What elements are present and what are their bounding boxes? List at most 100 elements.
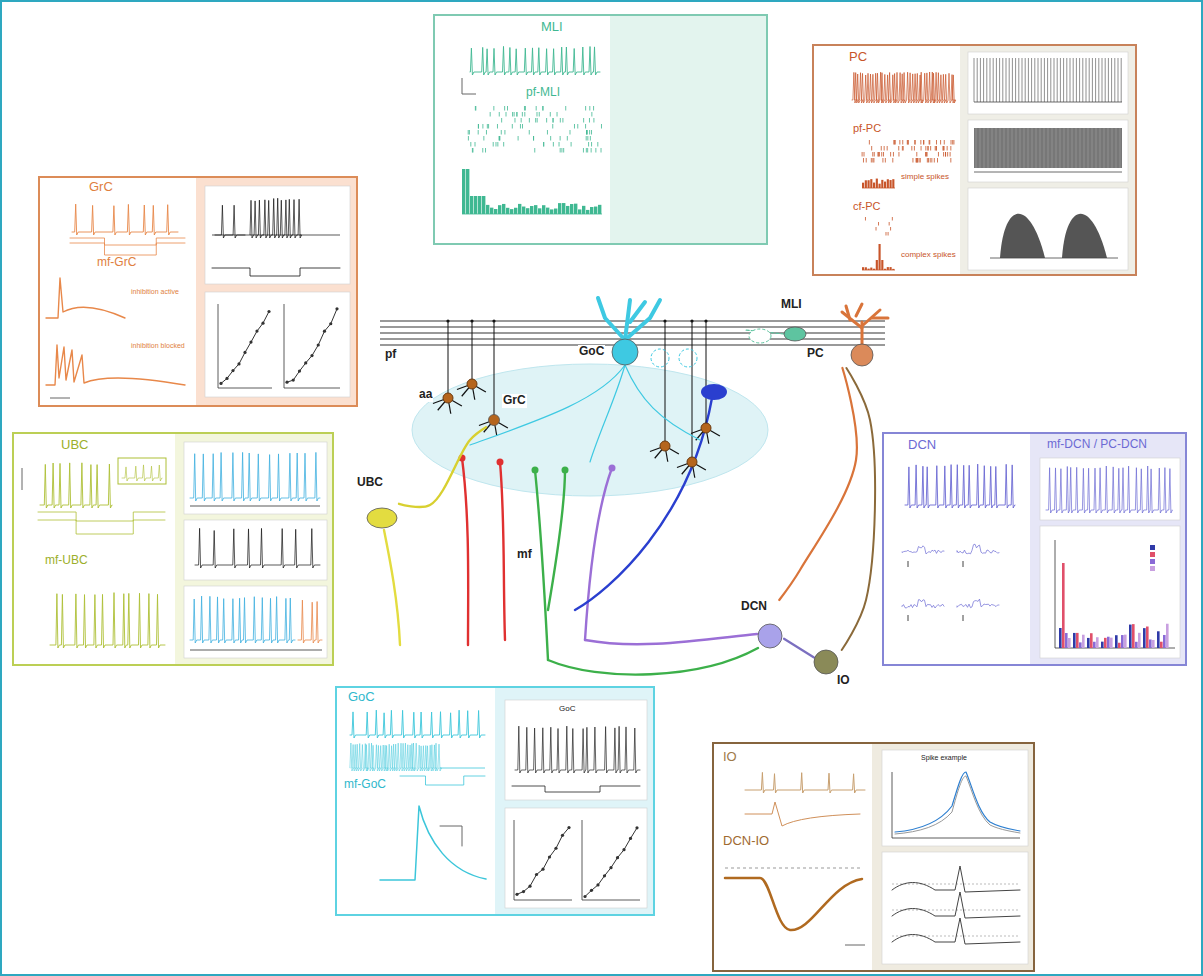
spike-line — [1054, 58, 1055, 102]
raster-tick — [587, 136, 588, 141]
histogram-bar — [574, 204, 577, 214]
parallel-fiber — [380, 326, 885, 327]
spike-trace — [50, 593, 165, 648]
panel-tint — [175, 432, 334, 666]
raster-tick — [927, 146, 928, 151]
raster-tick — [878, 152, 879, 157]
raster-tick — [928, 158, 929, 163]
spike-line — [986, 58, 987, 102]
raster-tick — [945, 152, 946, 157]
raster-tick — [916, 158, 917, 163]
plot-point — [528, 885, 531, 888]
raster-tick — [514, 118, 515, 123]
plot-point — [329, 322, 332, 325]
chart-axis — [1055, 540, 1056, 648]
raster-tick — [550, 136, 551, 141]
soma — [851, 344, 873, 366]
raster-tick — [908, 140, 909, 145]
plot-point — [535, 873, 538, 876]
spike-line — [1060, 58, 1061, 102]
histogram-bar — [862, 183, 864, 188]
raster-tick — [553, 142, 554, 147]
raster-tick — [472, 148, 473, 153]
recording-label: pf-MLI — [525, 86, 561, 100]
golgi-dendrite — [630, 302, 645, 322]
raster-tick — [518, 136, 519, 141]
recording-label: pf-PC — [852, 122, 882, 135]
chart-bar — [1118, 643, 1121, 648]
spike-trace — [40, 463, 112, 508]
plot-curve — [287, 309, 337, 382]
raster-tick — [898, 152, 899, 157]
chart-bar — [1149, 639, 1152, 648]
raster-tick — [543, 106, 544, 111]
trace-baseline — [974, 102, 1122, 103]
chart-bar — [1096, 637, 1099, 648]
spike-line — [1031, 58, 1032, 102]
raster-tick — [934, 158, 935, 163]
chart-bar — [1104, 638, 1107, 648]
raster-tick — [478, 124, 479, 129]
histogram-bar — [506, 208, 509, 214]
raster-tick — [873, 158, 874, 163]
trace-baseline — [990, 258, 1118, 259]
spike-line — [1036, 128, 1037, 168]
chart-bar — [1059, 628, 1062, 648]
purkinje-dendrite — [856, 304, 862, 316]
recording-panel: MLIpf-MLI — [433, 14, 768, 245]
histogram-bar — [534, 205, 537, 214]
raster-tick — [872, 152, 873, 157]
chart-bar — [1160, 642, 1163, 648]
plot-point — [629, 837, 632, 840]
raster-tick — [865, 217, 866, 221]
noise-trace — [957, 544, 999, 554]
raster-tick — [552, 124, 553, 129]
mossy-fiber — [384, 530, 400, 645]
histogram-bar — [522, 207, 525, 214]
raster-tick — [478, 124, 479, 129]
raster-tick — [475, 106, 476, 111]
chart-bar — [1090, 633, 1093, 648]
axon-branch-point — [470, 319, 473, 322]
chart-bar — [1135, 642, 1138, 648]
chart-bar — [1157, 631, 1160, 648]
raster-tick — [943, 146, 944, 151]
raster-tick — [512, 124, 513, 129]
histogram-bar — [490, 208, 493, 214]
raster-tick — [470, 142, 471, 147]
axon-branch-point — [690, 319, 693, 322]
plot-point — [622, 848, 625, 851]
golgi-dendrite — [598, 298, 625, 340]
inset-label: GoC — [558, 704, 576, 713]
raster-tick — [892, 158, 893, 163]
raster-tick — [899, 140, 900, 145]
plot-point — [225, 377, 228, 380]
spike-line — [1038, 58, 1039, 102]
mossy-fiber — [462, 458, 468, 645]
raster-tick — [936, 146, 937, 151]
plot-point — [285, 381, 288, 384]
histogram-axis — [862, 188, 895, 189]
raster-tick — [499, 136, 500, 141]
stimulus-tick — [963, 561, 964, 567]
scale-bar — [22, 468, 23, 490]
spike-line — [980, 128, 981, 168]
histogram-bar — [598, 205, 601, 214]
raster-tick — [951, 140, 952, 145]
raster-tick — [863, 158, 864, 163]
chart-bar — [1082, 635, 1085, 648]
spike-line — [1114, 58, 1115, 102]
spike-trace — [350, 710, 485, 738]
raster-tick — [903, 146, 904, 151]
raster-tick — [950, 152, 951, 157]
raster-tick — [943, 146, 944, 151]
raster-tick — [878, 222, 879, 226]
plot-point — [567, 826, 570, 829]
spike-line — [996, 128, 997, 168]
soma — [489, 415, 500, 426]
raster-tick — [925, 152, 926, 157]
histogram-bar — [590, 207, 593, 214]
plot-axis — [284, 304, 285, 388]
spike-line — [996, 58, 997, 102]
